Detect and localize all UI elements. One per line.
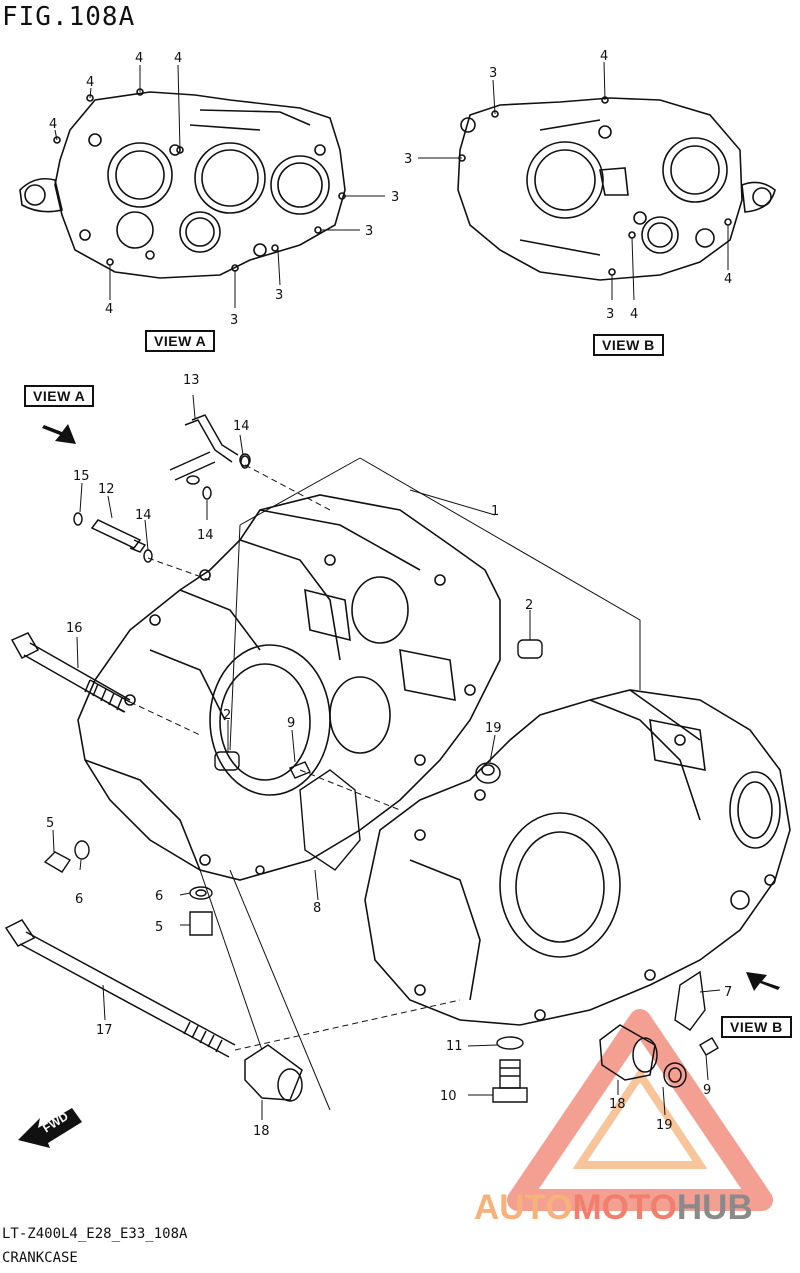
o-ring	[73, 455, 250, 563]
dowel-pin	[214, 639, 543, 771]
callout-4: 4	[174, 51, 182, 66]
view-a-case-half	[19, 88, 346, 279]
figure-title: FIG.108A	[2, 2, 136, 32]
callout-3: 3	[404, 152, 412, 167]
callout-2: 2	[525, 598, 533, 613]
right-crankcase-half	[364, 689, 791, 1026]
callout-15: 15	[73, 469, 90, 484]
callout-17: 17	[96, 1023, 113, 1038]
callout-19: 19	[656, 1118, 673, 1133]
footer-part-group: CRANKCASE	[2, 1250, 78, 1266]
view-a-leaders	[54, 64, 385, 308]
callout-4: 4	[105, 302, 113, 317]
callout-13: 13	[183, 373, 200, 388]
watermark-logo: AUTOMOTOHUB	[474, 1188, 753, 1228]
drain-bolt-10	[492, 1036, 528, 1103]
callout-3: 3	[391, 190, 399, 205]
callout-4: 4	[600, 49, 608, 64]
watermark-triangle	[507, 1009, 773, 1211]
gasket-8	[299, 769, 706, 1031]
callout-8: 8	[313, 901, 321, 916]
fwd-arrow: FWD	[18, 1108, 82, 1148]
view-b-arrow	[746, 972, 780, 991]
left-crankcase-half	[77, 494, 501, 881]
callout-3: 3	[230, 313, 238, 328]
callout-3: 3	[489, 66, 497, 81]
collar-18	[244, 1044, 303, 1102]
callout-3: 3	[275, 288, 283, 303]
seal-19	[475, 762, 687, 1088]
watermark-part-moto: MOTO	[572, 1188, 677, 1227]
callout-4: 4	[49, 117, 57, 132]
callout-14: 14	[197, 528, 214, 543]
view-b-case-half	[457, 96, 776, 281]
view-a-label: VIEW A	[145, 330, 216, 352]
callout-19: 19	[485, 721, 502, 736]
view-a-arrow	[42, 424, 76, 444]
callout-4: 4	[630, 307, 638, 322]
callout-18: 18	[253, 1124, 270, 1139]
callout-9: 9	[703, 1083, 711, 1098]
watermark-part-auto: AUTO	[474, 1188, 573, 1227]
callout-4: 4	[724, 272, 732, 287]
callout-6: 6	[155, 889, 163, 904]
view-b-leaders	[418, 61, 729, 301]
view-b-label: VIEW B	[593, 334, 664, 356]
callout-3: 3	[606, 307, 614, 322]
callout-7: 7	[724, 985, 732, 1000]
callout-16: 16	[66, 621, 83, 636]
callout-5: 5	[155, 920, 163, 935]
view-b-pointer-label: VIEW B	[721, 1016, 792, 1038]
callout-9: 9	[287, 716, 295, 731]
bolt-16	[10, 632, 131, 713]
main-leaders	[52, 394, 721, 1120]
callout-4: 4	[86, 75, 94, 90]
footer-model-code: LT-Z400L4_E28_E33_108A	[2, 1226, 188, 1242]
watermark-part-hub: HUB	[676, 1188, 753, 1227]
callout-6: 6	[75, 892, 83, 907]
callout-12: 12	[98, 482, 115, 497]
callout-3: 3	[365, 224, 373, 239]
callout-4: 4	[135, 51, 143, 66]
callout-2: 2	[223, 708, 231, 723]
callout-5: 5	[46, 816, 54, 831]
callout-11: 11	[446, 1039, 463, 1054]
callout-labels: 4 4 4 4 3 3 3 3 4 4 3 3 4 3 4 13 14 14 1…	[46, 49, 732, 1139]
callout-14: 14	[135, 508, 152, 523]
pipe-13	[169, 414, 251, 485]
callout-18: 18	[609, 1097, 626, 1112]
assembly-lines	[129, 464, 461, 1051]
view-a-pointer-label: VIEW A	[24, 385, 95, 407]
oil-jet-12	[90, 519, 147, 553]
callout-10: 10	[440, 1089, 457, 1104]
bolt-17	[4, 919, 236, 1058]
collar-18-right	[599, 1024, 658, 1081]
callout-14: 14	[233, 419, 250, 434]
callout-1: 1	[491, 504, 499, 519]
